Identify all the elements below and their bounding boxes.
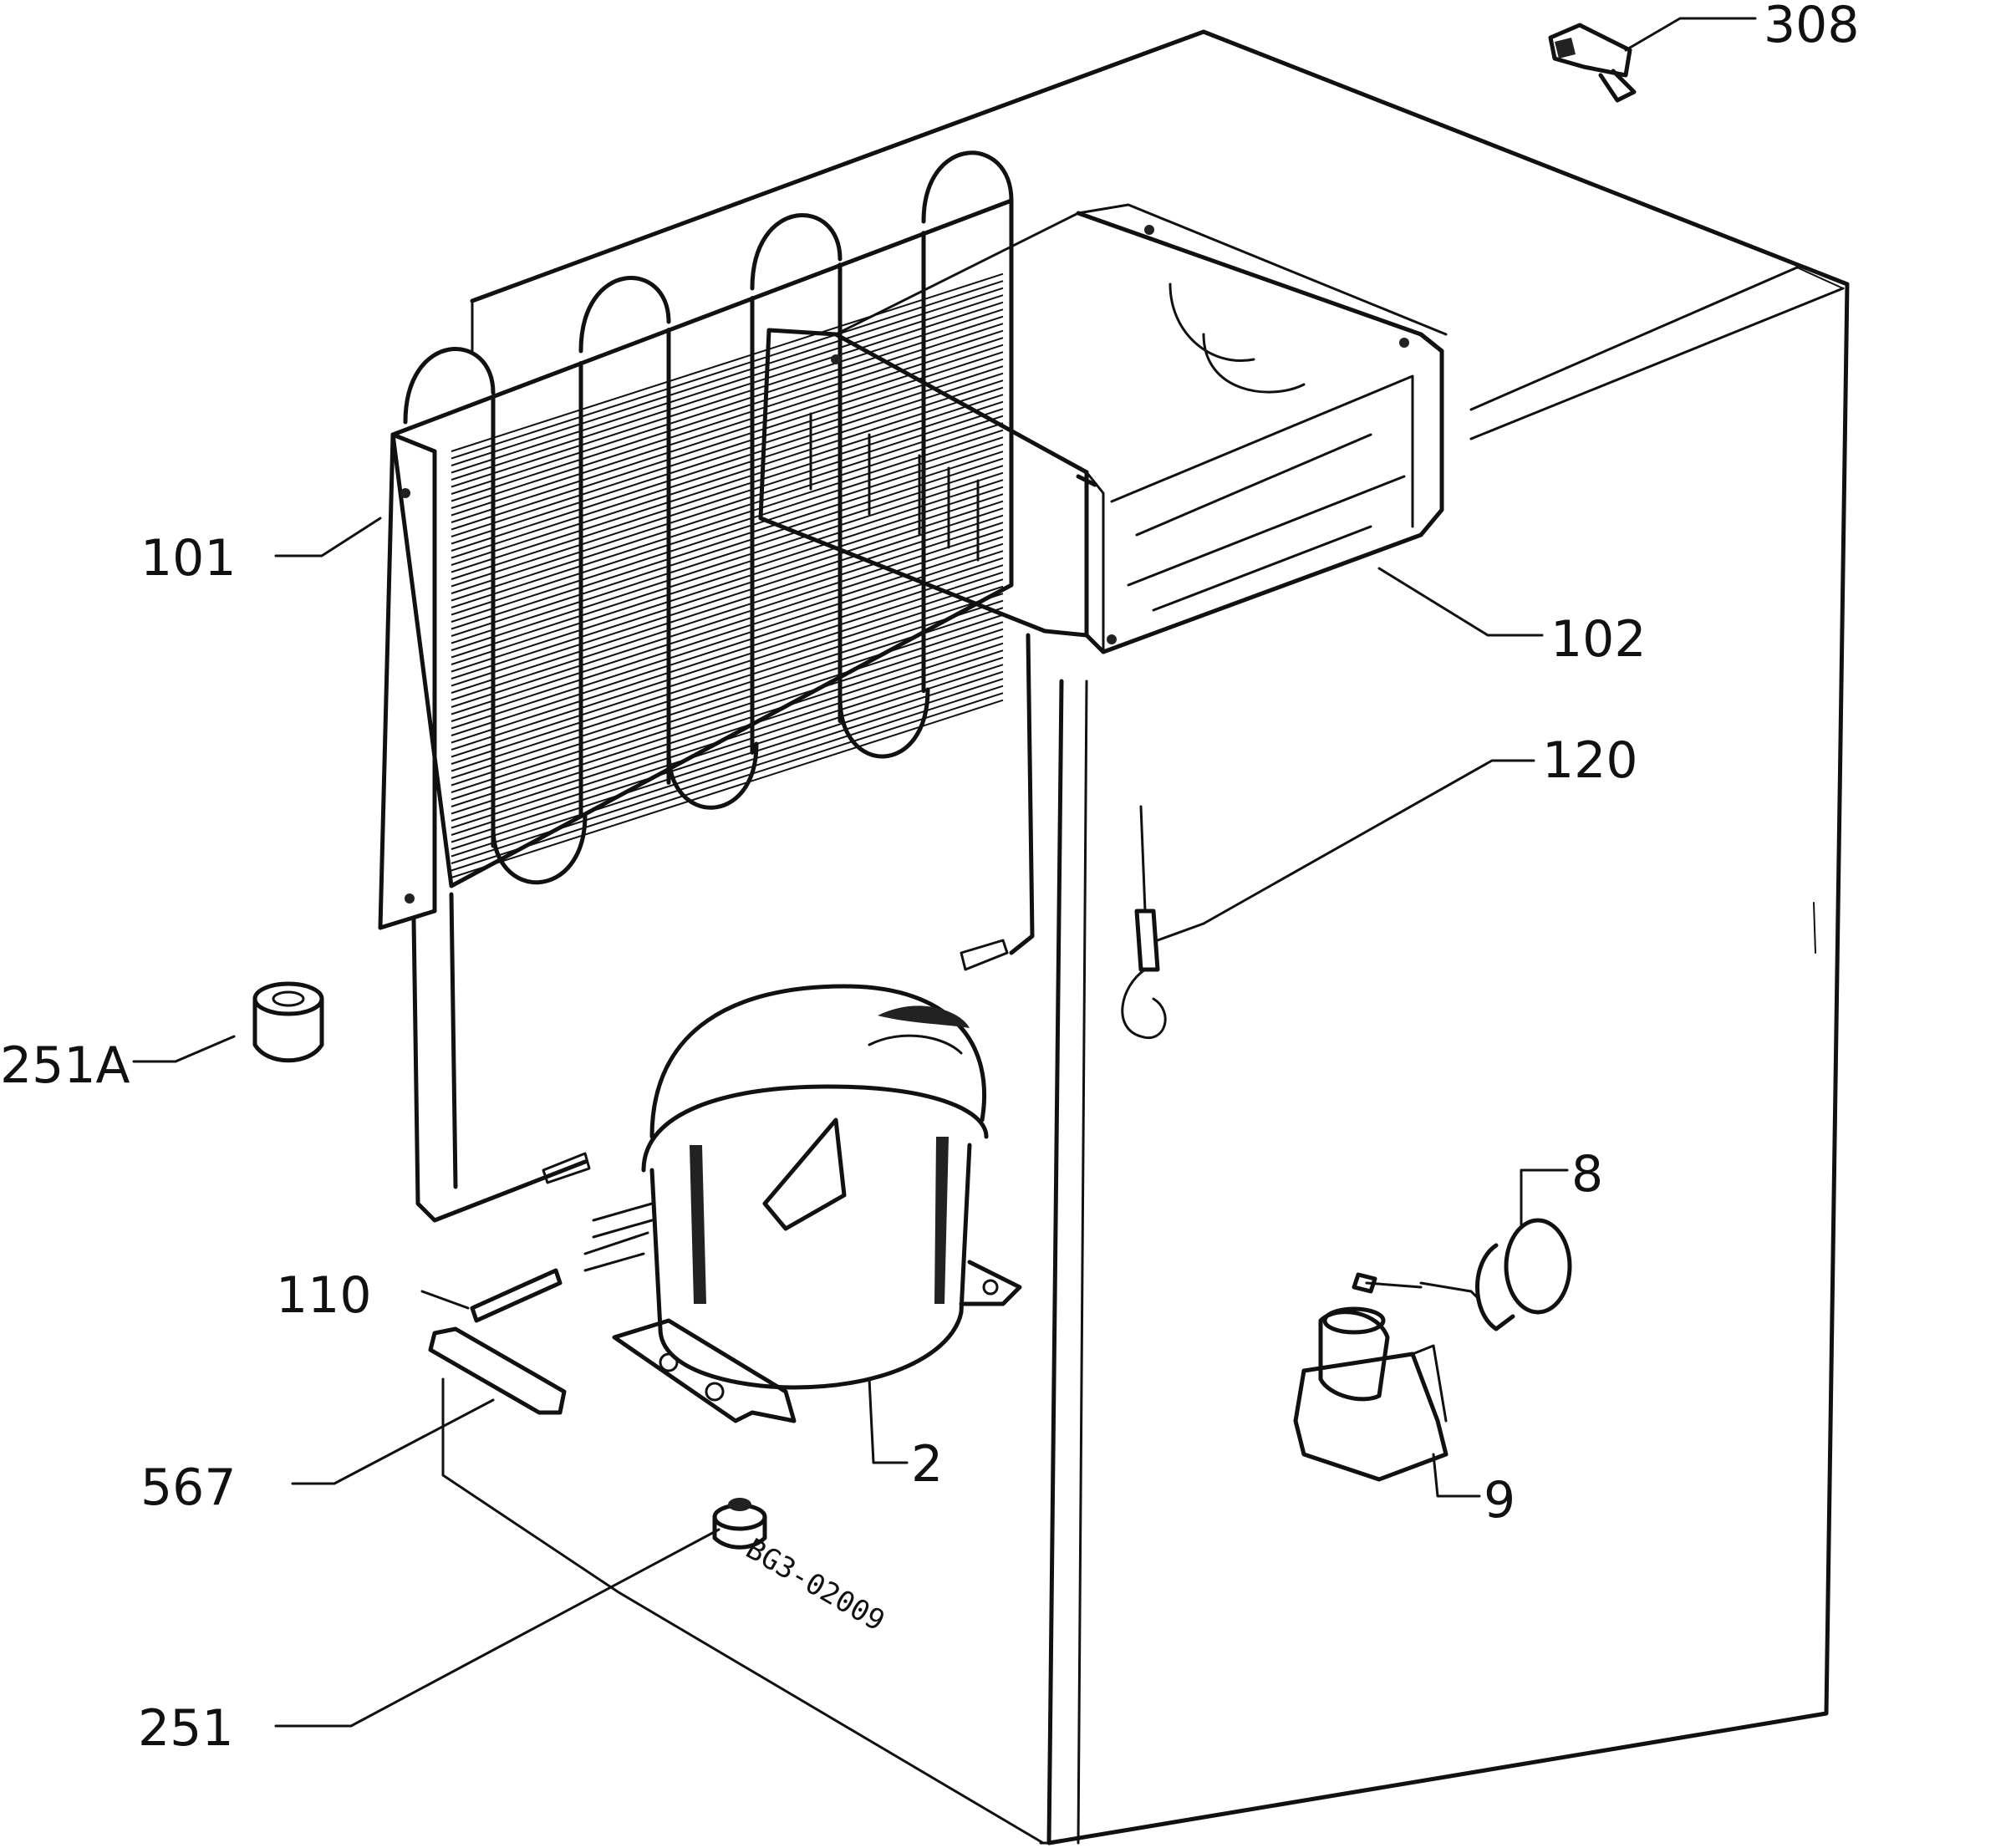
mounting-clip [428,1326,567,1415]
condenser-fin-line [451,365,1004,545]
condenser-fin-line [451,280,1004,460]
condenser-fin-line [451,329,1004,509]
condenser-fin-line [451,550,1004,730]
leader-lines [132,17,1757,1728]
leader-120 [1202,759,1535,925]
rubber-foot [712,1498,767,1550]
condenser-fin-line [451,564,1004,744]
condenser-fin-line [451,358,1004,537]
condenser-fin-line [451,294,1004,474]
label-251a: 251A [0,1036,130,1095]
condenser-fin-line [451,699,1004,878]
condenser-fin-line [451,607,1004,787]
evaporator-tray [758,203,1448,654]
condenser-fin-line [451,500,1004,680]
condenser-fin-line [451,379,1004,559]
condenser-fin-line [451,422,1004,602]
label-567: 567 [140,1459,237,1517]
condenser-fin-line [451,486,1004,665]
condenser-fin-line [451,287,1004,466]
condenser-fin-line [451,642,1004,822]
condenser-fin-line [451,429,1004,608]
leader-308 [1624,17,1757,52]
condenser-fin-line [451,649,1004,829]
thermostat-capillary [1121,805,1205,1040]
label-251: 251 [138,1699,234,1758]
condenser-fin-line [451,301,1004,481]
condenser-fin-line [451,323,1004,502]
condenser-fin-line [451,351,1004,531]
condenser-fin-line [451,451,1004,630]
condenser-fin-line [451,443,1004,623]
condenser-fin-line [451,315,1004,495]
condenser-fin-line [451,479,1004,659]
condenser-fin-line [451,465,1004,644]
condenser-fin-line [451,692,1004,872]
relay [1352,1218,1572,1331]
condenser-fin-line [451,337,1004,517]
condenser-fin-line [451,272,1004,452]
condenser-fin-line [451,522,1004,701]
condenser-fin-line [451,670,1004,850]
hinge-pin [1548,23,1637,103]
condenser-fin-line [451,613,1004,793]
leader-8 [1520,1168,1569,1226]
condenser-fin-line [451,436,1004,616]
condenser-fins [451,231,1004,878]
condenser-fin-line [451,557,1004,736]
label-102: 102 [1550,610,1647,669]
condenser-fin-line [451,585,1004,765]
condenser-fin-line [451,400,1004,580]
condenser-fin-line [451,599,1004,779]
condenser-fin-line [451,593,1004,772]
condenser-fin-line [451,685,1004,864]
condenser-fin-line [451,394,1004,573]
condenser-fin-line [451,621,1004,801]
label-101: 101 [140,529,237,588]
condenser-fin-line [451,536,1004,715]
condenser-fin-line [451,514,1004,694]
label-2: 2 [911,1435,943,1494]
condenser-fin-line [451,415,1004,594]
part-labels: 101 102 120 251A 110 567 2 251 8 9 308 [0,0,1860,1758]
compressor [583,984,1022,1423]
condenser-fin-line [451,678,1004,858]
condenser-fin-line [451,571,1004,751]
condenser-fin-line [451,308,1004,488]
condenser-fin-line [451,457,1004,637]
condenser-fin-line [451,372,1004,552]
condenser-fin-line [451,664,1004,843]
condenser-fin-line [451,408,1004,588]
label-8: 8 [1571,1145,1603,1204]
leader-9 [1432,1453,1481,1498]
condenser-fin-line [451,493,1004,673]
label-9: 9 [1484,1471,1515,1530]
condenser [378,150,1035,1223]
rubber-grommet [252,981,324,1063]
label-120: 120 [1542,731,1638,790]
condenser-fin-line [451,542,1004,722]
leader-567 [291,1398,495,1485]
condenser-fin-line [451,471,1004,651]
drawing-code: BG3-02009 [741,1532,891,1638]
leader-251 [274,1528,720,1728]
label-308: 308 [1764,0,1860,54]
condenser-fin-line [451,628,1004,807]
relay-cover [1293,1306,1448,1482]
cabinet-outline [441,29,1850,1845]
condenser-fin-line [451,528,1004,708]
filler-tube [470,1268,563,1323]
leader-251a [132,1035,236,1063]
leader-2 [868,1377,909,1464]
condenser-fin-line [451,635,1004,815]
condenser-fin-line [451,507,1004,687]
condenser-fin-line [451,656,1004,836]
leader-101 [274,517,382,557]
leader-102 [1377,567,1544,637]
condenser-fin-line [451,578,1004,758]
condenser-fin-line [451,386,1004,566]
leader-110 [420,1290,470,1310]
label-110: 110 [276,1266,372,1325]
